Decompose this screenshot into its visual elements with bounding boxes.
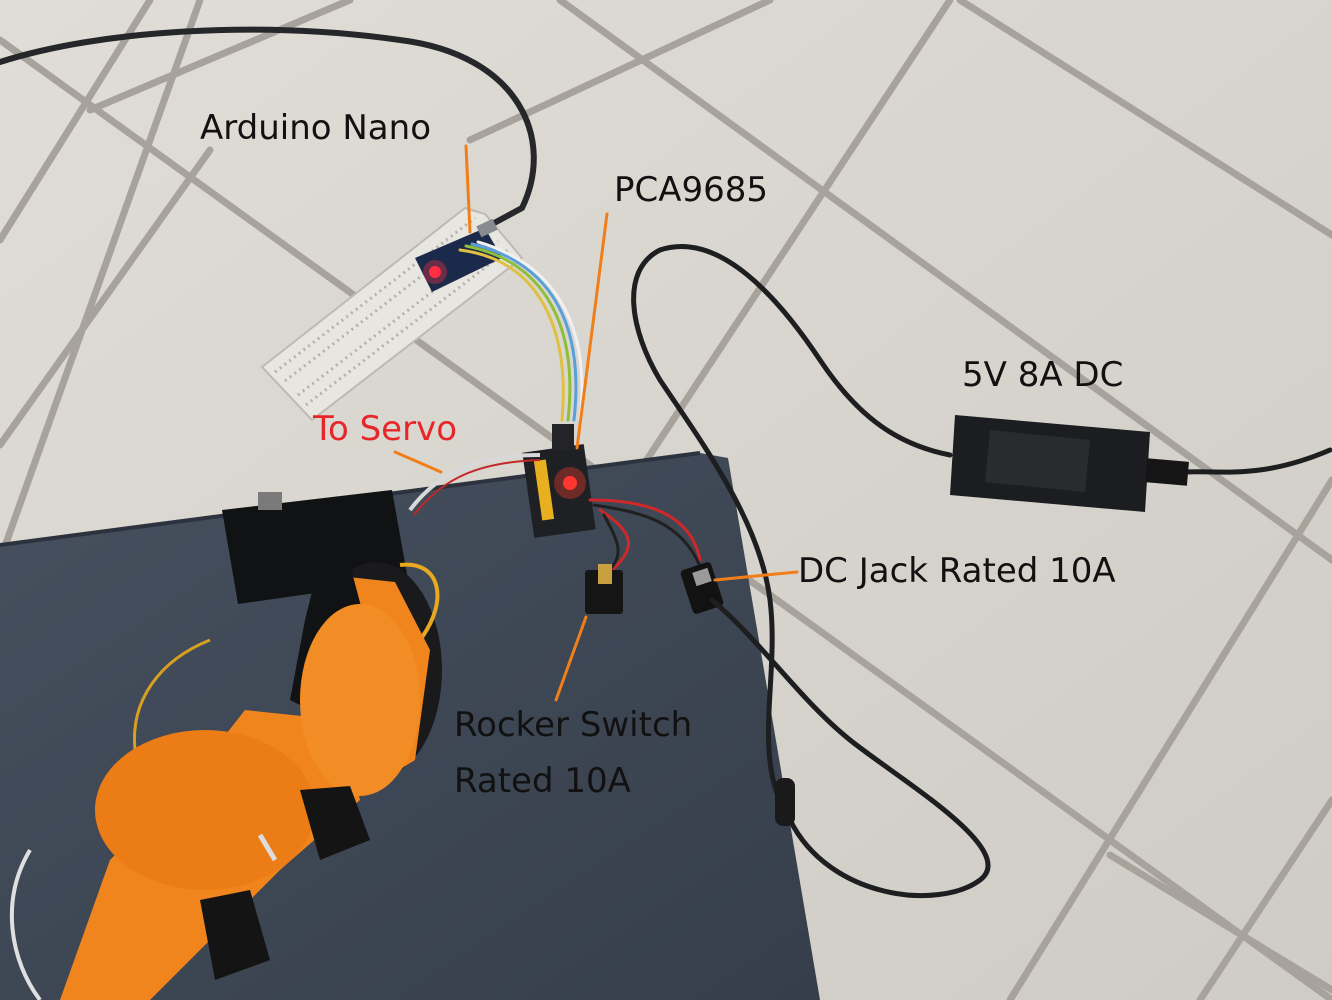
servo-wire <box>408 453 541 512</box>
pca9685-module <box>522 424 596 538</box>
rocker-switch-label: Rocker Switch Rated 10A <box>454 697 692 809</box>
rocker-switch-label-line2: Rated 10A <box>454 761 631 801</box>
ac-dc-adapter <box>950 415 1189 512</box>
jumper-wires <box>458 240 584 422</box>
ferrite-bead <box>775 778 795 826</box>
to-servo-label: To Servo <box>313 409 458 449</box>
adapter-cable <box>631 244 1332 898</box>
servo-wire-red <box>413 459 541 516</box>
leader-lines <box>393 144 799 702</box>
arduino-nano-label: Arduino Nano <box>200 108 431 148</box>
adapter-label: 5V 8A DC <box>962 355 1124 395</box>
dc-jack-label: DC Jack Rated 10A <box>798 551 1116 591</box>
robotic-arm <box>9 560 430 1000</box>
pca9685-label: PCA9685 <box>614 170 769 210</box>
usb-cable <box>0 26 537 231</box>
rocker-switch <box>585 564 623 614</box>
power-wires <box>588 498 702 577</box>
rocker-switch-label-line1: Rocker Switch <box>454 705 693 745</box>
